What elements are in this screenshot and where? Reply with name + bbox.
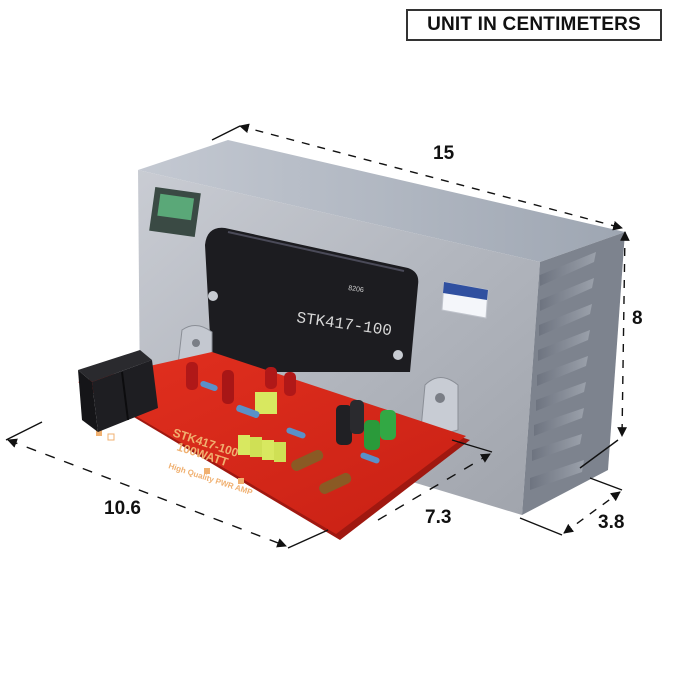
terminal-block xyxy=(78,350,158,432)
pcb-pad xyxy=(107,433,115,441)
inductors xyxy=(291,449,352,494)
capacitors-red xyxy=(186,362,296,404)
dimension-lines xyxy=(5,123,630,549)
pcb-pad xyxy=(238,478,244,484)
dimension-heatsink-height: 8 xyxy=(632,308,643,329)
heatsink-fins xyxy=(530,252,596,490)
screw-icon xyxy=(208,291,218,301)
dimension-heatsink-depth: 3.8 xyxy=(598,512,625,533)
pcb-pad xyxy=(204,468,210,474)
unit-label: UNIT IN CENTIMETERS xyxy=(427,14,641,35)
ic-code-text: 8206 xyxy=(348,285,365,294)
stk-ic: STK417-100 8206 xyxy=(205,227,419,372)
capacitors-green xyxy=(364,410,396,450)
heatsink-label xyxy=(441,281,489,319)
resistors xyxy=(200,380,380,464)
dimension-board-depth: 7.3 xyxy=(425,507,452,528)
pcb-pad xyxy=(96,430,102,436)
green-sticker xyxy=(149,187,201,237)
capacitors-black xyxy=(336,400,364,445)
dimension-heatsink-length: 15 xyxy=(433,143,455,164)
screw-icon xyxy=(393,350,403,360)
dimension-board-length: 10.6 xyxy=(104,498,141,519)
unit-label-box: UNIT IN CENTIMETERS xyxy=(406,9,662,41)
